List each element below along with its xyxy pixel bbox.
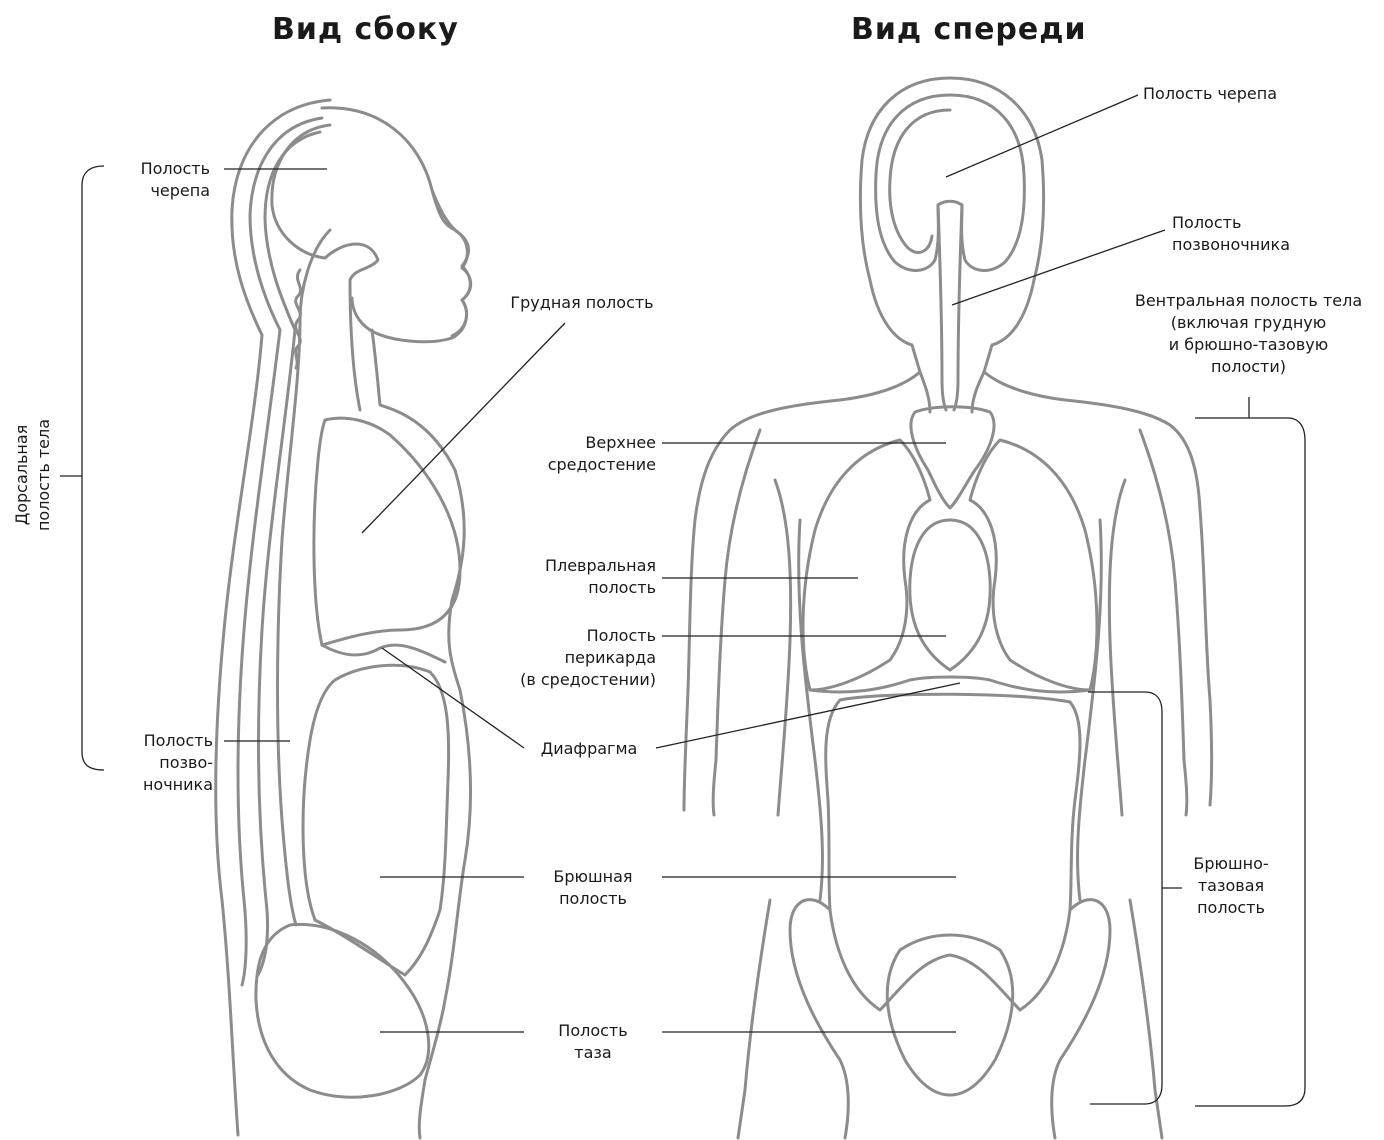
front-hip-right [1052,900,1110,1138]
label-superior-mediastinum: Верхнее средостение [500,432,656,476]
front-neck-r [972,372,984,412]
front-spinal-canal [938,205,946,410]
label-side-cranial-cavity: Полость черепа [110,158,210,202]
label-side-cranial-line1: Полость [110,158,210,180]
front-skull-inner [876,95,1025,270]
label-pleural-cavity: Плевральная полость [500,555,656,599]
label-pelvic-line1: Полость [530,1020,656,1042]
side-pelvic-cavity [256,924,429,1097]
front-spinal-canal-r [954,205,962,410]
label-pericardial-line1: Полость [470,625,656,647]
label-thoracic-cavity: Грудная полость [492,292,672,314]
label-side-spinal-cavity: Полость позво- ночника [110,730,213,796]
front-arm-right [1140,430,1187,815]
label-side-spinal-line3: ночника [110,774,213,796]
label-abdominal-cavity: Брюшная полость [530,866,656,910]
label-abdominopelvic-line2: тазовая [1176,875,1286,897]
label-dorsal-line2: полость тела [33,405,55,545]
front-view-figure [684,78,1212,1138]
side-body-outline-front [372,330,470,1138]
front-torso-left [799,520,823,900]
label-front-spinal-line1: Полость [1172,212,1290,234]
label-abdominal-line2: полость [530,888,656,910]
label-pelvic-cavity: Полость таза [530,1020,656,1064]
label-front-cranial-cavity: Полость черепа [1143,83,1277,105]
side-skull-head [272,125,378,410]
label-sup-med-line1: Верхнее [500,432,656,454]
label-side-cranial-line2: черепа [110,180,210,202]
front-leg-left [738,900,770,1138]
front-head-outer [684,78,950,810]
front-abdominal-cavity [826,694,1080,1010]
side-view-figure [216,100,471,1138]
label-abdominopelvic-line3: полость [1176,897,1286,919]
front-leg-right [1130,900,1162,1138]
label-ventral-line1: Вентральная полость тела [1116,290,1381,312]
front-neck [920,372,930,412]
label-pericardial-line2: перикарда [470,647,656,669]
front-hip-left [790,900,848,1138]
label-front-spinal-cavity: Полость позвоночника [1172,212,1290,256]
title-front-view: Вид спереди [851,12,1087,47]
label-ventral-line4: полости) [1116,356,1381,378]
side-diaphragm [322,645,445,662]
label-ventral-line3: и брюшно-тазовую [1116,334,1381,356]
label-abdominopelvic-cavity: Брюшно- тазовая полость [1176,853,1286,919]
front-skull-inner-2 [890,110,950,252]
label-diaphragm: Диафрагма [526,738,652,760]
front-pelvic-cavity [887,935,1012,1095]
label-dorsal-line1: Дорсальная [11,405,33,545]
label-front-spinal-line2: позвоночника [1172,234,1290,256]
side-thoracic-cavity [314,418,460,645]
label-pericardial-cavity: Полость перикарда (в средостении) [470,625,656,691]
front-pericardial [910,520,990,670]
title-side-view: Вид сбоку [272,12,459,47]
front-superior-mediastinum [911,407,994,508]
label-ventral-body-cavity: Вентральная полость тела (включая грудну… [1116,290,1381,378]
label-ventral-line2: (включая грудную [1116,312,1381,334]
label-sup-med-line2: средостение [500,454,656,476]
front-arm-left [713,430,760,815]
label-side-spinal-line2: позво- [110,752,213,774]
label-side-spinal-line1: Полость [110,730,213,752]
front-arm-left-2 [775,480,791,815]
label-pelvic-line2: таза [530,1042,656,1064]
label-abdominal-line1: Брюшная [530,866,656,888]
label-pleural-line2: полость [500,577,656,599]
label-pleural-line1: Плевральная [500,555,656,577]
label-dorsal-body-cavity: Дорсальная полость тела [11,405,57,545]
front-torso-right [1078,520,1102,900]
label-abdominopelvic-line1: Брюшно- [1176,853,1286,875]
label-pericardial-line3: (в средостении) [470,669,656,691]
front-arm-right-2 [1109,480,1125,815]
bracket-dorsal [82,166,104,770]
